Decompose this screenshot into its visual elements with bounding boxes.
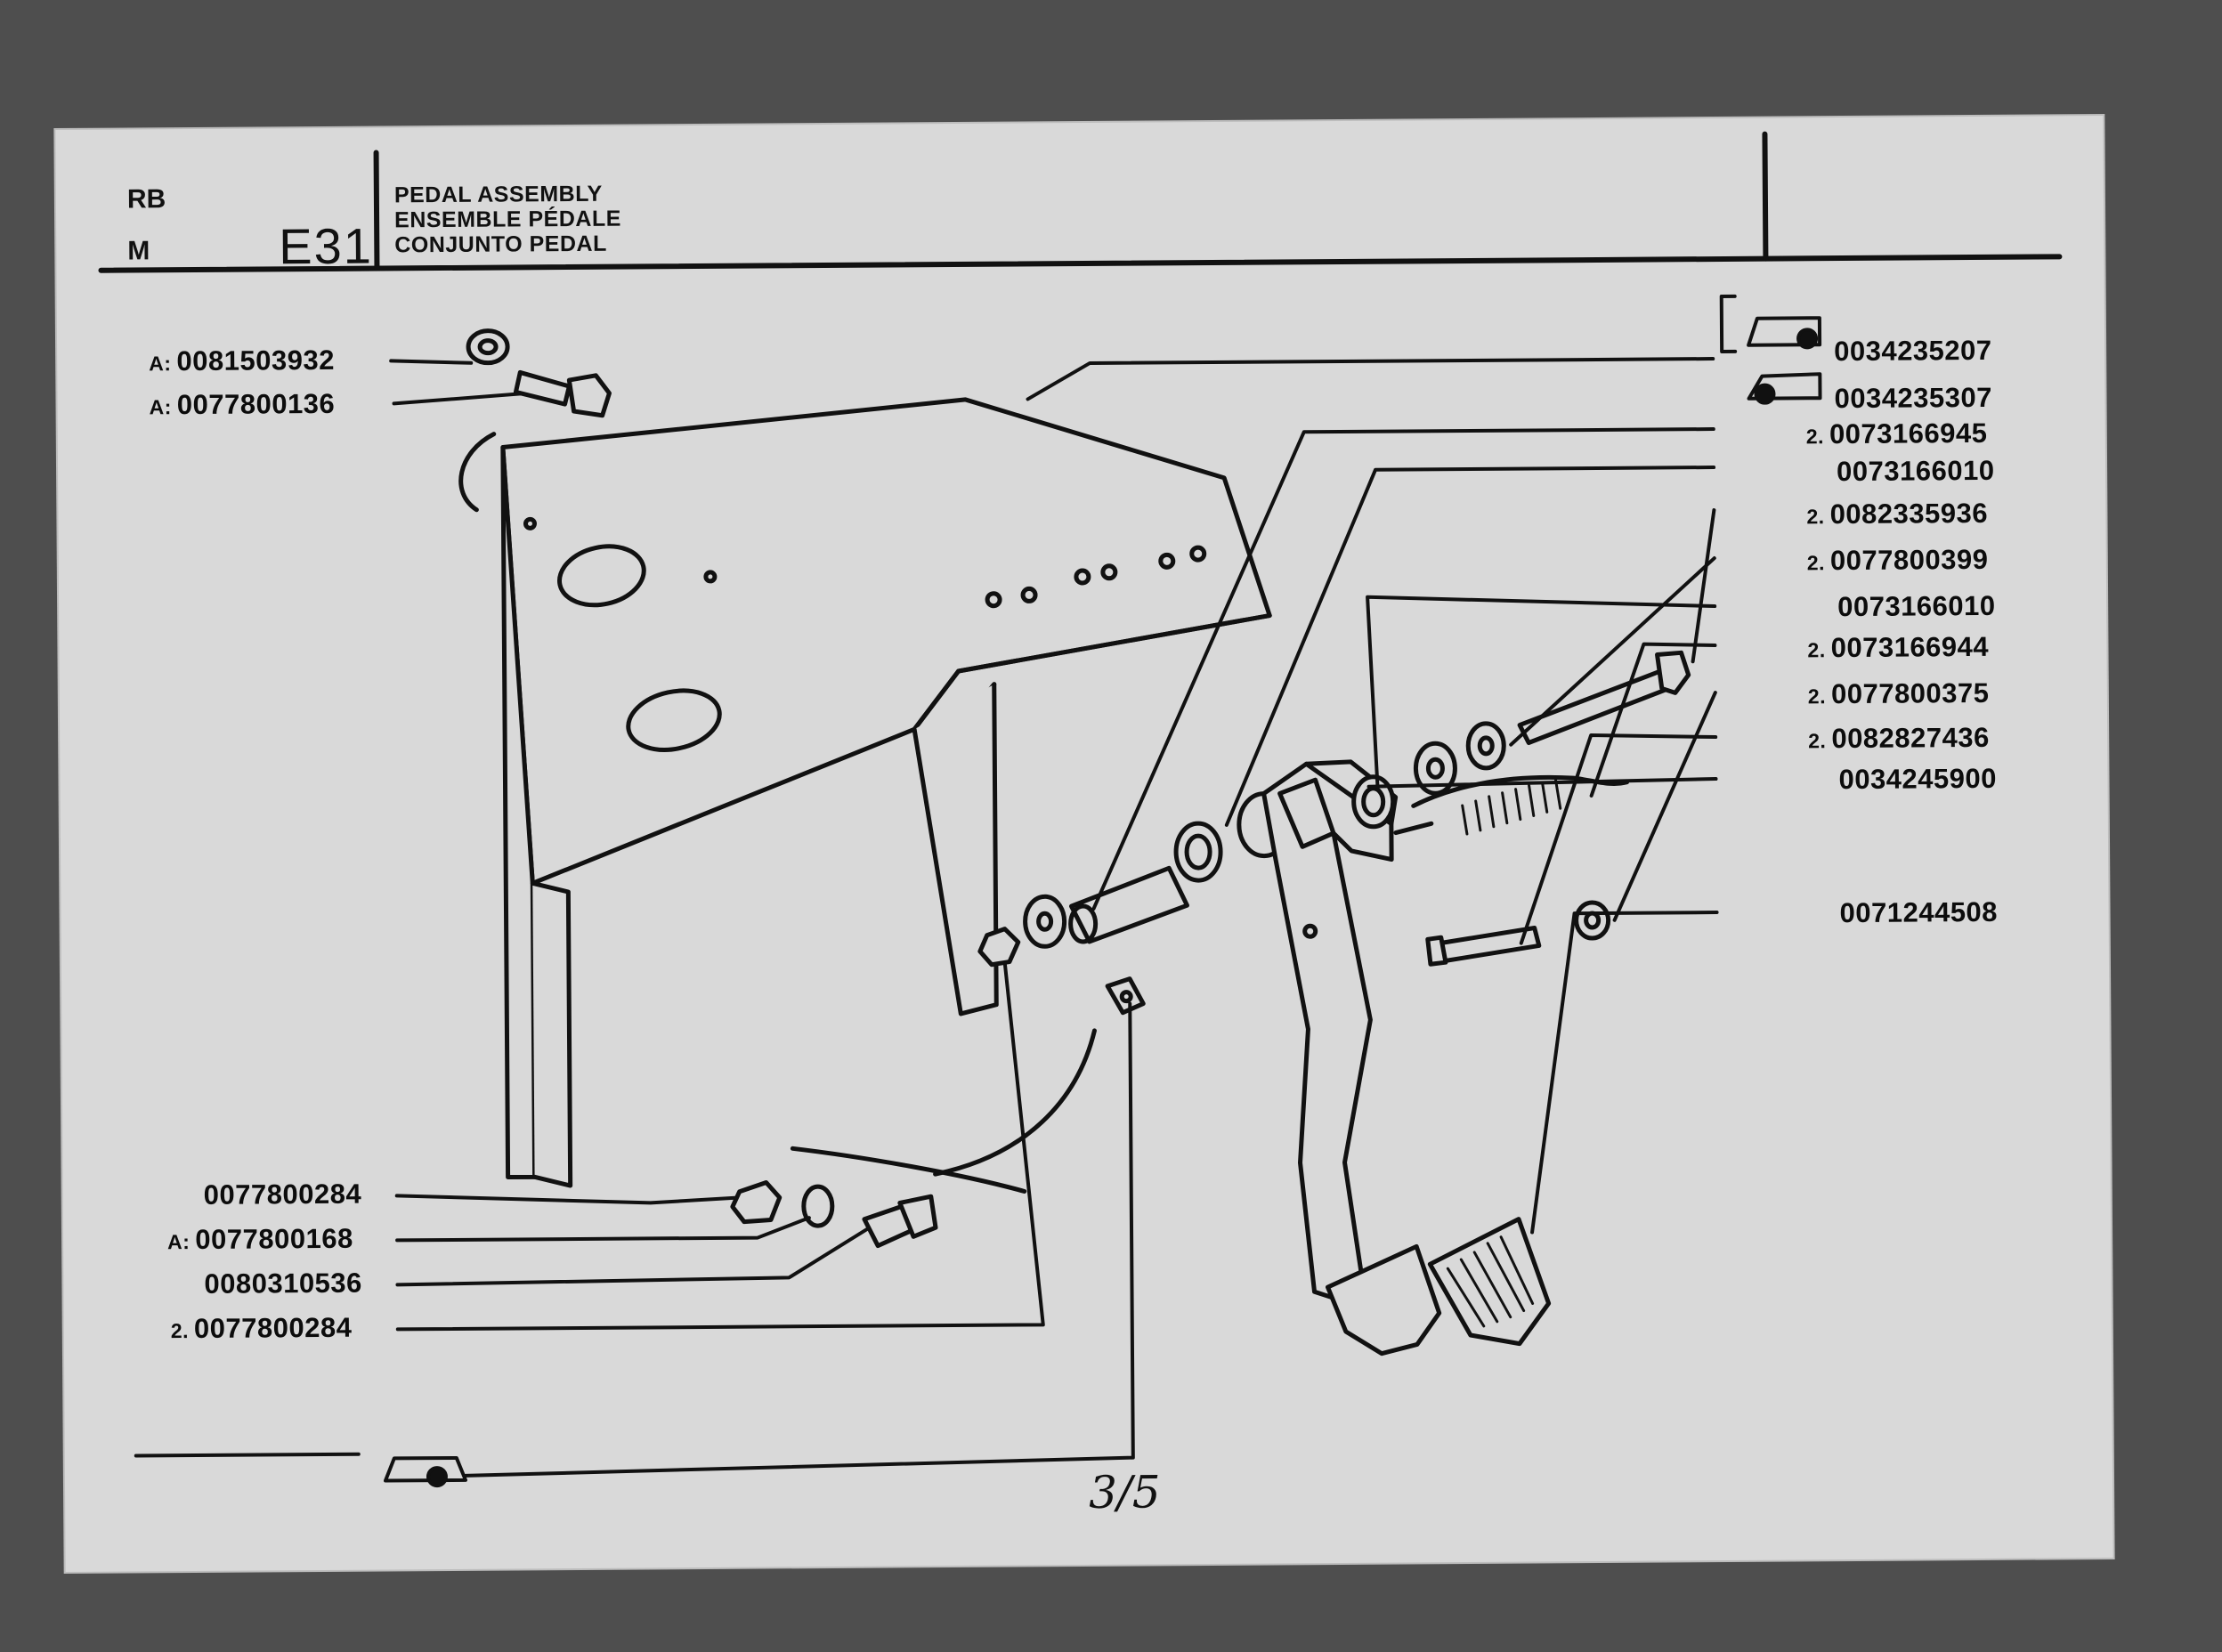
quantity: 2.	[1808, 729, 1827, 753]
quantity: 2.	[1807, 684, 1827, 709]
part-number: 0077800284	[203, 1178, 362, 1211]
part-label: 0071244508	[1834, 896, 1998, 929]
part-label: 0077800284	[199, 1178, 362, 1211]
part-label: 2.0073166945	[1806, 417, 1988, 450]
quantity: A:	[167, 1230, 191, 1254]
part-label: 0034235207	[1829, 335, 1992, 368]
quantity: A:	[149, 395, 172, 419]
part-number: 0077800136	[176, 387, 336, 421]
part-number: 0082827436	[1831, 721, 1990, 755]
part-number: 0071244508	[1839, 895, 1999, 929]
quantity: 2.	[1806, 551, 1826, 575]
exploded-view-drawing	[98, 131, 2063, 1488]
part-label: 0073166010	[1832, 590, 1996, 623]
pedal-shaft-parts	[977, 821, 1223, 1016]
part-number: 0073166944	[1830, 630, 1990, 664]
bolt-top	[466, 328, 612, 418]
part-label: A:0081503932	[149, 344, 335, 377]
part-number: 0073166945	[1829, 417, 1988, 450]
part-number: 0073166010	[1837, 589, 1996, 623]
part-number: 0077800284	[193, 1311, 353, 1344]
handwritten-page-note: 3/5	[1088, 1466, 1161, 1518]
part-number: 0034245900	[1838, 762, 1998, 796]
quantity: 2.	[1806, 505, 1825, 529]
part-label: 2.0082827436	[1808, 722, 1990, 755]
header-rules	[98, 131, 2063, 273]
part-label: 2.0073166944	[1807, 631, 1989, 664]
quantity: 2.	[1807, 638, 1826, 662]
part-label: A:0077800168	[167, 1223, 353, 1256]
part-number: 0034235307	[1834, 381, 1993, 415]
part-number: 0077800168	[195, 1222, 353, 1255]
part-label: 2.0082335936	[1806, 498, 1988, 530]
bolt-bottom	[730, 1180, 938, 1249]
part-label: 0080310536	[199, 1267, 362, 1300]
part-label: 0034235307	[1829, 382, 1992, 415]
part-label: 2.0077800399	[1807, 544, 1989, 577]
part-number: 0077800399	[1829, 543, 1989, 577]
part-number: 0080310536	[204, 1267, 362, 1300]
leader-lines	[134, 357, 1719, 1478]
parts-catalog-sheet: RB M E31 PEDAL ASSEMBLY ENSEMBLE PÉDALE …	[55, 115, 2113, 1573]
part-label: 0034245900	[1833, 763, 1997, 796]
part-label: A:0077800136	[149, 388, 335, 421]
quantity: 2.	[170, 1319, 190, 1343]
pedal-bracket	[458, 397, 1272, 1194]
quantity: A:	[149, 352, 172, 376]
quantity: 2.	[1805, 425, 1825, 449]
part-label: 2.0077800284	[171, 1312, 353, 1345]
part-number: 0034235207	[1834, 334, 1992, 368]
part-number: 0073166010	[1836, 454, 1995, 488]
part-number: 0082335936	[1829, 497, 1989, 530]
part-number: 0081503932	[176, 344, 336, 377]
pivot-hardware	[1277, 650, 1691, 967]
vehicle-icons	[383, 294, 1822, 1488]
part-label: 0073166010	[1831, 455, 1995, 488]
part-label: 2.0077800375	[1808, 677, 1990, 710]
pedal-lever	[1237, 759, 1552, 1356]
part-number: 0077800375	[1830, 676, 1990, 710]
